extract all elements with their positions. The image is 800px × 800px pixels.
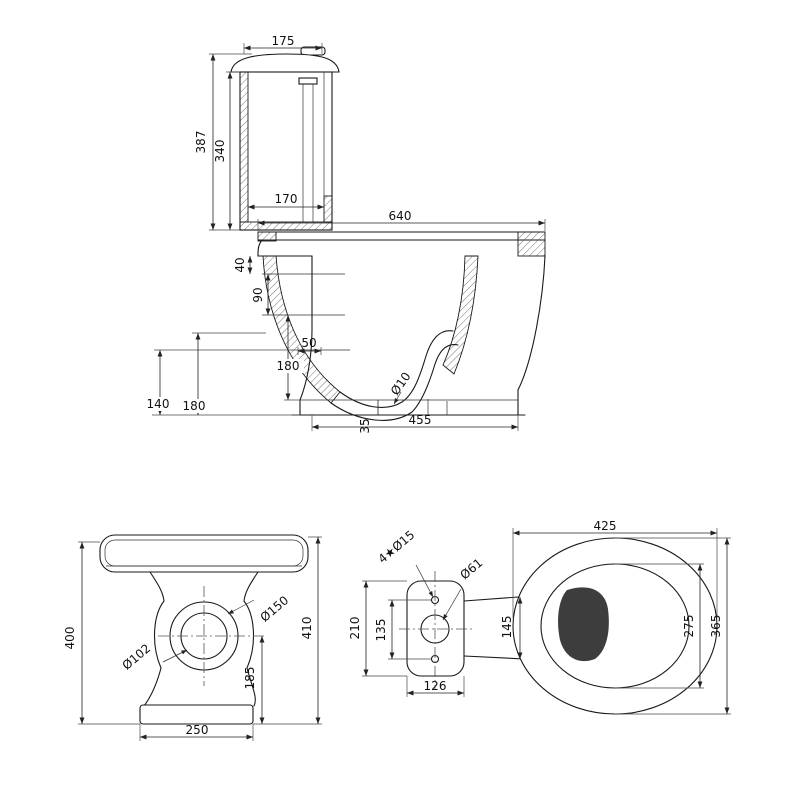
base-plinth	[139, 704, 254, 725]
dim-rim-thickness-label: 40	[233, 257, 247, 272]
spigot-centerlines	[158, 586, 266, 686]
front-extension-lines	[78, 536, 322, 741]
dim-hole-spacing-label: 135	[374, 619, 388, 642]
dim-fixing-holes-label: 4★Ø15	[375, 528, 417, 566]
dim-plate-width-label: 126	[424, 679, 447, 693]
dim-neck-width-label: 145	[500, 616, 514, 639]
dim-cistern-total-height-label: 387	[194, 131, 208, 154]
leader-fixing-holes	[415, 564, 434, 598]
pan-outer-wall	[517, 255, 546, 416]
dim-outlet-height-label: 180	[183, 399, 206, 413]
label-bg-outlet-height	[178, 399, 210, 413]
dim-bowl-inner-length-label: 275	[682, 615, 696, 638]
dim-cistern-depth-label: 170	[275, 192, 298, 206]
label-bg-trap-shelf-height	[142, 397, 174, 411]
dim-spigot-outer-dia-label: Ø150	[258, 593, 292, 625]
cistern-body	[239, 71, 333, 231]
neck-right	[243, 571, 259, 602]
cistern-lid	[230, 53, 340, 73]
dim-cistern-body-height-label: 340	[213, 140, 227, 163]
plan-extension-lines	[512, 528, 731, 715]
leader-spigot-outer	[227, 599, 255, 615]
cistern-wall-hatch-right	[323, 195, 333, 223]
bowl-wall-section-left	[262, 255, 341, 404]
flush-valve-cap	[298, 77, 318, 85]
water-area-blob	[558, 587, 609, 662]
cistern-wall-hatch-left	[239, 71, 249, 223]
dim-plate-height-label: 210	[348, 617, 362, 640]
dim-inlet-drop-label: 90	[251, 287, 265, 302]
base-flare-left	[143, 667, 162, 707]
leader-small-hole	[393, 391, 402, 405]
dim-base-depth-label: 455	[409, 413, 432, 427]
dim-trap-shelf-height-label: 140	[147, 397, 170, 411]
pan-front-edge	[257, 239, 313, 257]
rim-section-right	[517, 231, 546, 257]
base-flare-right	[246, 667, 256, 707]
dim-spigot-inner-dia-label: Ø102	[120, 641, 154, 673]
pedestal-line	[299, 255, 313, 416]
outlet-lines	[427, 399, 448, 415]
trap-curve-outer	[330, 344, 459, 421]
flush-valve	[302, 84, 314, 222]
side-extension-lines	[152, 43, 546, 431]
dim-bowl-outer-length-label: 365	[709, 615, 723, 638]
leader-outlet-dia	[442, 588, 462, 621]
side-view: 175 387 340 170 640 40 90 50 180 140 180…	[142, 34, 546, 434]
dim-spigot-center-height-label: 185	[243, 667, 257, 690]
trap-housing-left	[153, 600, 165, 669]
dim-base-width-label: 250	[186, 723, 209, 737]
seat-lines	[257, 231, 546, 241]
neck-left	[149, 571, 165, 602]
dim-small-hole-dia-label: Ø10	[388, 370, 414, 398]
dim-overall-width-label: 425	[594, 519, 617, 533]
dim-lid-depth-label: 175	[272, 34, 295, 48]
dim-outlet-dia-label: Ø61	[457, 556, 485, 583]
bowl-wall-section-right	[442, 255, 479, 375]
dim-channel-width-label: 50	[301, 336, 316, 350]
front-view: 400 410 Ø150 Ø102 185 250	[63, 534, 322, 741]
trap-curve-inner	[339, 330, 454, 408]
dim-seat-height-label: 410	[300, 617, 314, 640]
dim-overall-height-label: 400	[63, 627, 77, 650]
fixing-plate	[406, 580, 465, 677]
plan-view: 425 145 275 365	[500, 519, 731, 715]
bowl-rim-front	[99, 534, 309, 573]
rim-section-left	[257, 231, 277, 242]
cistern-inner-walls	[247, 72, 325, 222]
outlet-extension-lines	[362, 580, 465, 697]
dim-overall-depth-label: 640	[389, 209, 412, 223]
leader-spigot-inner	[162, 649, 188, 663]
plate-centerlines	[399, 571, 473, 689]
trap-housing-right	[243, 600, 255, 669]
dim-channel-height-label: 180	[277, 359, 300, 373]
label-bg-channel-height	[272, 359, 304, 373]
dim-plinth-height-label: 35	[358, 418, 372, 433]
